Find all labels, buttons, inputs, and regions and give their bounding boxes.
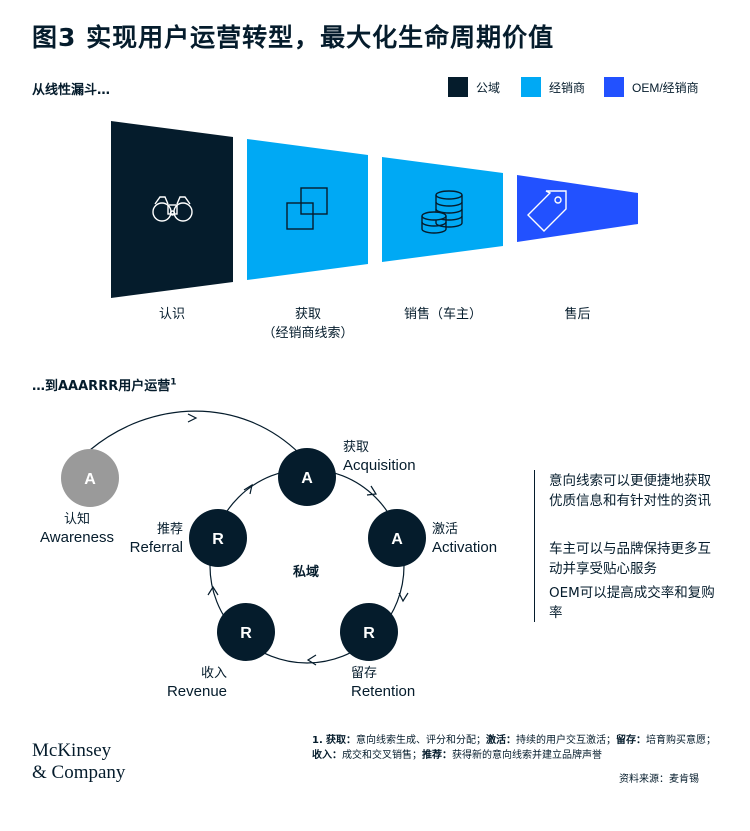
funnel-stage-acquisition xyxy=(247,139,368,280)
ring-arrowhead xyxy=(207,585,219,596)
stage-label-acquisition: 获取 （经销商线索） xyxy=(262,307,354,341)
label-revenue: 收入 Revenue xyxy=(140,665,227,701)
label-awareness: 认知 Awareness xyxy=(32,511,122,547)
stage-label-awareness: 认识 xyxy=(158,307,185,322)
ring-arrowhead xyxy=(306,654,317,666)
legend-label: 经销商 xyxy=(549,80,586,95)
funnel-heading: 从线性漏斗… xyxy=(32,83,111,98)
binoculars-icon xyxy=(152,196,193,222)
label-cn: 认知 xyxy=(63,512,90,527)
footnote-desc: 成交和交叉销售； xyxy=(342,750,422,761)
label-en: Acquisition xyxy=(343,457,416,474)
footnote-marker: 1 xyxy=(170,377,177,388)
label-cn: 推荐 xyxy=(156,522,183,537)
node-referral: R xyxy=(189,509,247,567)
footnote: 1. 获取：意向线索生成、评分和分配；激活：持续的用户交互激活；留存：培育购买意… xyxy=(312,733,722,763)
node-letter: R xyxy=(212,531,224,548)
node-retention: R xyxy=(340,603,398,661)
footnote-desc: 获得新的意向线索并建立品牌声誉 xyxy=(452,750,602,761)
center-label: 私域 xyxy=(293,565,320,580)
label-en: Awareness xyxy=(40,529,114,546)
legend-label: 公域 xyxy=(476,80,501,95)
label-activation: 激活 Activation xyxy=(432,521,497,557)
label-acquisition: 获取 Acquisition xyxy=(343,439,416,475)
legend-item-public: 公域 xyxy=(448,77,500,97)
label-cn: 获取 xyxy=(343,440,370,455)
notes-divider xyxy=(534,470,535,622)
footnote-term: 收入： xyxy=(312,750,342,761)
funnel-diagram xyxy=(111,121,638,298)
logo-line2: & Company xyxy=(32,762,126,783)
legend-swatch xyxy=(604,77,624,97)
footnote-term: 留存： xyxy=(615,735,646,746)
legend-item-dealer: 经销商 xyxy=(521,77,585,97)
overlapping-squares-icon xyxy=(286,187,328,230)
ring-arrowhead xyxy=(243,483,253,495)
aaarrr-heading-text: …到AAARRR用户运营 xyxy=(32,379,171,394)
label-retention: 留存 Retention xyxy=(351,665,415,701)
stage-label-aftersales: 售后 xyxy=(564,307,591,322)
mckinsey-logo: McKinsey & Company xyxy=(32,740,125,784)
coin-stack-icon xyxy=(421,190,463,234)
price-tag-icon xyxy=(527,190,567,232)
node-letter: A xyxy=(84,471,96,488)
source-note: 资料来源：麦肯锡 xyxy=(619,774,699,785)
footnote-term: 获取： xyxy=(325,735,356,746)
funnel-stage-awareness xyxy=(111,121,233,298)
node-letter: R xyxy=(240,625,252,642)
logo-line1: McKinsey xyxy=(32,740,112,761)
ring-arrowhead xyxy=(366,485,378,496)
note-owners: 车主可以与品牌保持更多互动并享受贴心服务 xyxy=(549,541,711,577)
aaarrr-heading: …到AAARRR用户运营1 xyxy=(32,375,176,394)
legend-label: OEM/经销商 xyxy=(632,80,699,95)
stage-label-sales: 销售（车主） xyxy=(403,307,482,322)
ring-arrowhead xyxy=(398,592,409,603)
node-revenue: R xyxy=(217,603,275,661)
node-acquisition: A xyxy=(278,448,336,506)
label-en: Referral xyxy=(129,539,183,556)
node-awareness: A xyxy=(61,449,119,507)
aaarrr-cycle-diagram: A A A R R R xyxy=(61,410,426,666)
node-letter: A xyxy=(301,470,313,487)
footnote-number: 1. xyxy=(312,735,323,746)
legend-swatch xyxy=(448,77,468,97)
awareness-arc xyxy=(89,410,301,455)
node-letter: R xyxy=(363,625,375,642)
legend-swatch xyxy=(521,77,541,97)
node-letter: A xyxy=(391,531,403,548)
label-en: Retention xyxy=(351,683,416,700)
label-en: Revenue xyxy=(166,683,227,700)
arc-arrowhead xyxy=(187,413,198,423)
footnote-term: 激活： xyxy=(485,735,516,746)
node-activation: A xyxy=(368,509,426,567)
label-en: Activation xyxy=(432,539,498,556)
footnote-desc: 持续的用户交互激活； xyxy=(515,735,616,746)
label-cn: 收入 xyxy=(200,666,227,681)
footnote-term: 推荐： xyxy=(422,750,452,761)
page-title: 图3 实现用户运营转型，最大化生命周期价值 xyxy=(32,23,555,52)
footnote-desc: 培育购买意愿； xyxy=(645,735,716,746)
funnel-stage-sales xyxy=(382,157,503,262)
legend-item-oem-dealer: OEM/经销商 xyxy=(604,77,699,97)
footnote-desc: 意向线索生成、评分和分配； xyxy=(355,735,486,746)
label-cn: 激活 xyxy=(432,522,459,537)
note-leads: 意向线索可以更便捷地获取优质信息和有针对性的资讯 xyxy=(549,473,711,509)
label-cn: 留存 xyxy=(351,666,378,681)
note-oem: OEM可以提高成交率和复购率 xyxy=(549,585,715,621)
label-referral: 推荐 Referral xyxy=(110,521,183,557)
